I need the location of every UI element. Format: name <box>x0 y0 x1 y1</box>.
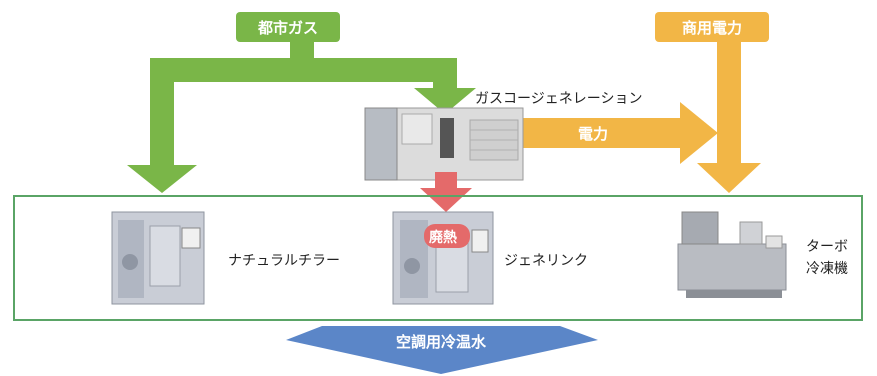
output-label: 空調用冷温水 <box>396 333 487 351</box>
commercial-power-label: 商用電力 <box>655 12 769 42</box>
natural-chiller-label: ナチュラルチラー <box>228 253 340 269</box>
power-flow <box>510 42 761 193</box>
equipment-frame <box>13 195 863 321</box>
turbo-chiller-label-line2: 冷凍機 <box>806 261 848 277</box>
natural-chiller-machine <box>111 211 205 305</box>
city-gas-label: 都市ガス <box>236 12 340 42</box>
power-label: 電力 <box>578 125 609 143</box>
gene-link-label: ジェネリンク <box>504 253 588 269</box>
city-gas-flow <box>127 42 476 193</box>
output-arrow <box>286 326 598 374</box>
waste-heat-label: 廃熱 <box>429 230 457 246</box>
turbo-chiller-machine <box>677 211 787 298</box>
turbo-chiller-label-line1: ターボ <box>806 239 848 255</box>
waste-heat-flow <box>420 172 472 212</box>
waste-heat-badge <box>424 224 470 248</box>
cogeneration-unit <box>364 107 524 181</box>
cogeneration-label: ガスコージェネレーション <box>475 91 643 107</box>
